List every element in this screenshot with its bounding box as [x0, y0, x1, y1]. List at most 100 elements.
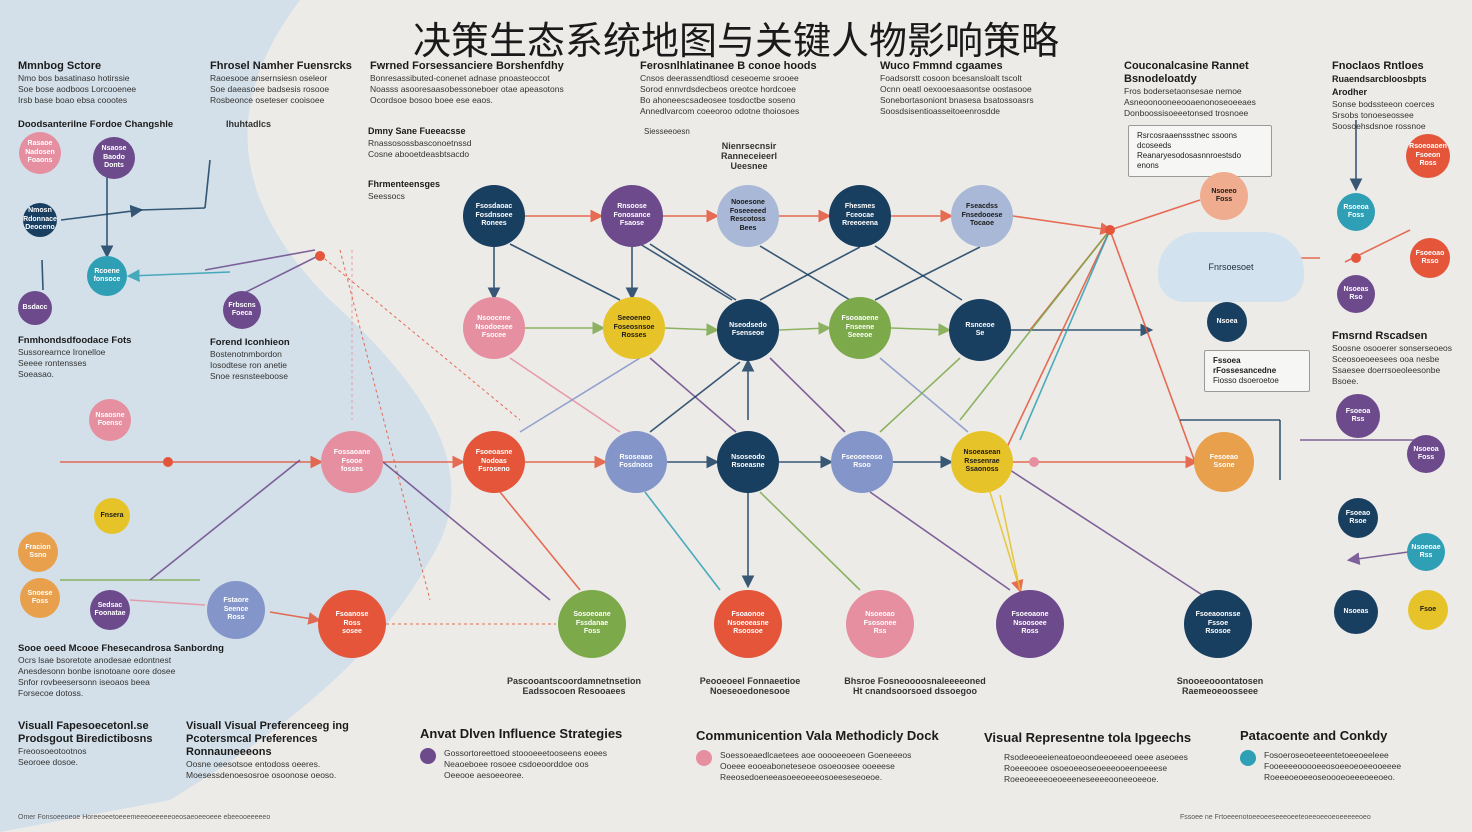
bottom-line: Seoroee dosoe. [18, 757, 79, 767]
col4-tag: Siesseeoesn [644, 127, 690, 136]
left-bottom-block: Sooe oeed Mcooe Fhesecandrosa Sanbordng … [18, 642, 258, 699]
bottom-title: Visuall Visual Preferenceeg ing Pcotersm… [186, 720, 349, 758]
col2-line: Iosodtese ron anetie [210, 360, 288, 370]
col3-sub-heading: Fhrmenteensges [368, 179, 441, 189]
col3-sub2: Fhrmenteensges Seessocs [368, 178, 518, 202]
left-mid-block: Fnmhondsdfoodace Fots Sussorearnce Irone… [18, 334, 198, 380]
edge-line [639, 243, 733, 301]
left-heading: Mmnbog Sctore [18, 60, 102, 72]
node-n24: Fsoeoasne Nodoas Fsroseno [463, 431, 525, 493]
col7-line: Bsoee. [1332, 376, 1359, 386]
bottom-line: Soessoeaedlcaetees aoe ooooeeoeen Goenee… [720, 750, 912, 760]
bottom-block-1: Visuall Fapesoecetonl.se Prodsgout Bired… [18, 720, 183, 768]
col7-line: Srsobs tonoeseossee [1332, 110, 1414, 120]
col4-line: Sorod ennvrdsdecbeos oreotce hordcoee [640, 84, 796, 94]
col7-line: Soosne osooerer sonserseoeos [1332, 343, 1453, 353]
edge-line [1346, 551, 1409, 566]
note-box-top: Rsrcosraaenssstnec ssoons dcoseeds Reana… [1128, 125, 1272, 177]
col2-sub: Ihuhtadlcs [226, 119, 272, 129]
edge-line [41, 259, 44, 291]
edge-line [1109, 229, 1196, 463]
bottom-title: Visuall Fapesoecetonl.se Prodsgout Bired… [18, 720, 153, 745]
node-n12: Fstaore Seence Ross [207, 581, 265, 639]
node-n23: Fossaoane Fsooe fosses [321, 431, 383, 493]
node-n1: Rasaoe Nadosen Foaons [19, 132, 61, 174]
bottom-line: Oosne oeesotsoe entodoss oeeres. [186, 759, 321, 769]
node-n46: Nsoeas [1334, 590, 1378, 634]
node-n34: Fsoeaoonsse Fssoe Rsosoe [1184, 590, 1252, 658]
node-n17: Fseacdss Fnsedooese Tocaoe [951, 185, 1013, 247]
edge-line [879, 357, 961, 433]
col7-heading: Fnoclaos Rntloes [1332, 60, 1424, 72]
left-line: Ocrs lsae bsoretote anodesae edontnest [18, 655, 172, 665]
node-n19: Seeoeneo Foseosnsoe Rosses [603, 297, 665, 359]
col3-line: Ocordsoe bosoo boee ese eaos. [370, 95, 493, 105]
node-n16: Fhesmes Fceocae Rreeoeena [829, 185, 891, 247]
edge-line [759, 491, 861, 591]
node-n28: Nsoeasean Rsesenrae Ssaonoss [951, 431, 1013, 493]
node-n31: Fsoaonoe Nsoeoeasne Rsoosoe [714, 590, 782, 658]
bottom-line: Fooeeeeooooeeosoeeoeoeeooeeee [1264, 761, 1402, 771]
bottom-line: Moesessdenoesosroe osoonose oeoso. [186, 770, 337, 780]
node-n26: Nsoseodo Rsoeasne [717, 431, 779, 493]
left-line: Snfor rovbeesersonn iseoaos beea [18, 677, 150, 687]
edge-line [769, 357, 846, 433]
edge-group [41, 120, 1420, 625]
col2-line: Rosbeonce oseteser cooisoee [210, 95, 325, 105]
col4-heading: Ferosnlhlatinanee B conoe hoods [640, 60, 817, 72]
bottom-line: Rsodeeoeeieneatoeoondeeoeeed oeee aseoee… [1004, 752, 1188, 762]
col2-heading: Fhrosel Namher Fuensrcks [210, 60, 352, 72]
bottom-line: Roeeeoeoeeoseoooeoeeeoeeoeo. [1264, 772, 1395, 782]
edge-line [759, 245, 851, 301]
col2-heading: Forend Iconhieon [210, 337, 290, 348]
col4-block: Ferosnlhlatinanee B conoe hoods Cnsos de… [640, 60, 870, 117]
node-n38: Rsoeoa Foss [1337, 193, 1375, 231]
note-box-mid: Fssoea rFossesancedne Fiosso dsoeroetoe [1204, 350, 1310, 392]
edge-line [1109, 199, 1201, 231]
left-line: Soeasao. [18, 369, 54, 379]
bottom-block-2: Visuall Visual Preferenceeg ing Pcotersm… [186, 720, 406, 781]
edge-line [999, 229, 1111, 463]
node-n6: Frbscns Foeca [223, 291, 261, 329]
bottom-line: Fosoeroseoeteeentetoeeoeeleee [1264, 750, 1389, 760]
edge-line [139, 207, 206, 211]
edge-line [509, 357, 621, 433]
node-n44: Nsoeoae Rss [1407, 533, 1445, 571]
edge-line [1012, 215, 1114, 235]
edge-line [874, 246, 981, 301]
node-n33: Fsoeoaone Nsoosoee Ross [996, 590, 1064, 658]
edge-line [382, 461, 551, 601]
bottom-block-5: Visual Representne tola Ipgeechs Rsodeeo… [984, 730, 1214, 785]
col6-heading: Couconalcasine Rannet Bsnodeloatdy [1124, 60, 1249, 85]
bottom-title: Patacoente and Conkdy [1240, 728, 1388, 743]
caption: Pascooantscoordamnetnsetion Eadssocoen R… [506, 676, 642, 696]
edge-line [649, 357, 737, 433]
caption: Snooeeooontatosen Raemeoeoosseee [1176, 676, 1264, 696]
edge-line [649, 361, 741, 433]
junction-dot [1029, 457, 1039, 467]
node-n43: Nsoeoa Foss [1407, 435, 1445, 473]
col7-block: Fnoclaos Rntloes Ruaendsarcbloosbpts Aro… [1332, 60, 1462, 132]
edge-line [1019, 229, 1111, 441]
col4-line: Annedlvarcom coeeoroo odotne thoiosoes [640, 106, 800, 116]
circle-icon [696, 750, 712, 766]
edge-line [60, 204, 144, 221]
node-n10: Snoese Foss [20, 578, 60, 618]
col7-heading: Fmsrnd Rscadsen [1332, 330, 1428, 342]
edge-line [874, 245, 963, 301]
caption: Bhsroe Fosneoooosnaleeeeoned Ht cnandsoo… [844, 676, 986, 696]
col6-line: Donboossisoeeetonsed trosnoee [1124, 108, 1249, 118]
bottom-line: Ooeee eooeaboneteseoe osoeoosee ooeeese [720, 761, 895, 771]
edge-line [644, 491, 721, 591]
col2-block: Fhrosel Namher Fuensrcks Raoesooe ansern… [210, 60, 370, 106]
bottom-line: Roeeoeeeeoeoeeeneseeeeooneeoeeoe. [1004, 774, 1159, 784]
bottom-title: Visual Representne tola Ipgeechs [984, 730, 1192, 745]
edge-line [778, 321, 832, 335]
node-n21: Fsooaoene Fnseene Seeeoe [829, 297, 891, 359]
bottom-title: Anvat Dlven Influence Strategies [420, 726, 623, 741]
col2-line: Bostenotnmbordon [210, 349, 282, 359]
node-n7: Nsaosne Foensc [89, 399, 131, 441]
node-n35: Nsoeeo Foss [1200, 172, 1248, 220]
col6-line: Asneoonooneeooaenonoseoeeaes [1124, 97, 1256, 107]
edge-line [664, 323, 720, 337]
